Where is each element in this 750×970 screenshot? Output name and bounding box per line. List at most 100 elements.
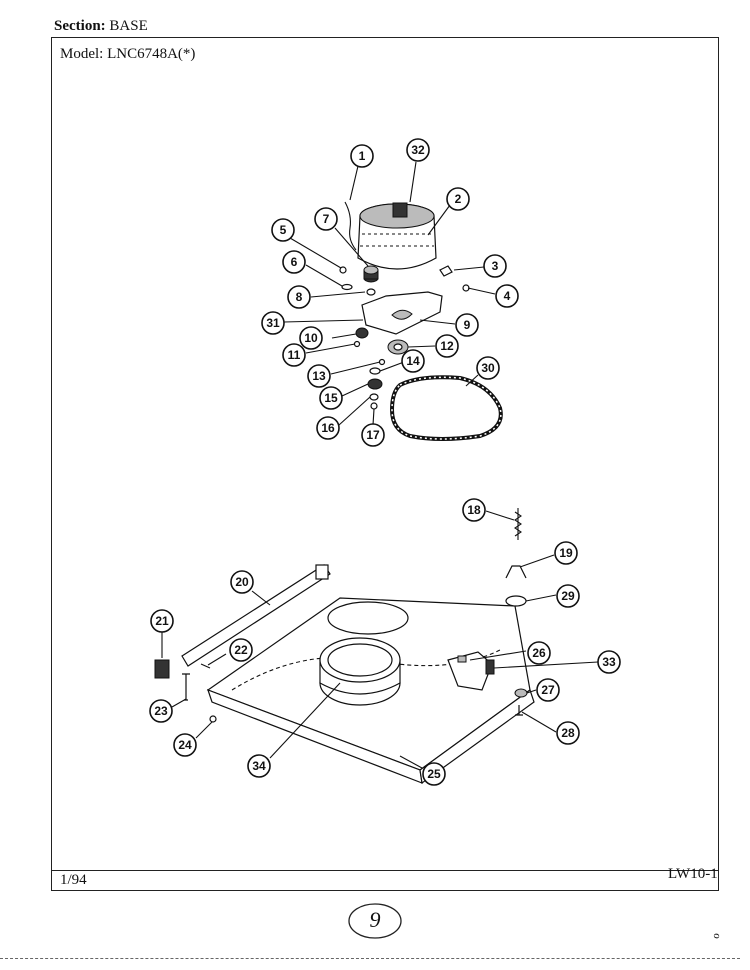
grommet — [514, 688, 528, 698]
svg-text:10: 10 — [304, 331, 318, 345]
callout-13: 13 — [307, 364, 331, 388]
footer-rule — [51, 870, 719, 871]
bearing — [355, 327, 369, 339]
spring-clip — [505, 565, 527, 579]
callout-31: 31 — [261, 311, 285, 335]
callout-19: 19 — [554, 541, 578, 565]
svg-text:3: 3 — [492, 259, 499, 273]
plate-cutout — [391, 309, 413, 320]
callout-2: 2 — [446, 187, 470, 211]
svg-text:22: 22 — [234, 643, 248, 657]
callout-32: 32 — [406, 138, 430, 162]
callout-7: 7 — [314, 207, 338, 231]
rear-foot — [515, 705, 523, 716]
section-label: Section: — [54, 18, 106, 34]
svg-text:29: 29 — [561, 589, 575, 603]
callout-23: 23 — [149, 699, 173, 723]
drive-pulley — [363, 265, 379, 283]
drive-belt — [389, 375, 503, 441]
clutch-gear — [367, 378, 383, 390]
bottom-rule — [0, 958, 740, 959]
svg-text:15: 15 — [324, 391, 338, 405]
callout-6: 6 — [282, 250, 306, 274]
svg-text:18: 18 — [467, 503, 481, 517]
model-line: Model: LNC6748A(*) — [60, 46, 195, 63]
leader-lines — [161, 161, 599, 769]
svg-text:8: 8 — [296, 290, 303, 304]
callout-4: 4 — [495, 284, 519, 308]
leg-block — [154, 659, 170, 679]
tub-ring — [319, 637, 401, 706]
callout-30: 30 — [476, 356, 500, 380]
callout-15: 15 — [319, 386, 343, 410]
svg-text:17: 17 — [366, 428, 380, 442]
pump-clamp — [485, 659, 495, 675]
model-label: Model: — [60, 46, 104, 62]
date-code: 1/94 — [60, 872, 87, 888]
callout-3: 3 — [483, 254, 507, 278]
callout-24: 24 — [173, 733, 197, 757]
belt-ribs — [391, 376, 502, 440]
callout-34: 34 — [247, 754, 271, 778]
svg-text:25: 25 — [427, 767, 441, 781]
callout-17: 17 — [361, 423, 385, 447]
callout-21: 21 — [150, 609, 174, 633]
svg-text:4: 4 — [504, 289, 511, 303]
svg-text:30: 30 — [481, 361, 495, 375]
washer-small — [341, 283, 353, 291]
callout-10: 10 — [299, 326, 323, 350]
callout-9: 9 — [455, 313, 479, 337]
callout-12: 12 — [435, 334, 459, 358]
svg-text:13: 13 — [312, 369, 326, 383]
callout-28: 28 — [556, 721, 580, 745]
washer-upper — [369, 367, 381, 375]
callout-25: 25 — [422, 762, 446, 786]
section-line: Section: BASE — [54, 18, 148, 35]
shaft-pin — [378, 358, 386, 366]
svg-text:31: 31 — [266, 316, 280, 330]
leg-screw — [200, 663, 211, 669]
callout-8: 8 — [287, 285, 311, 309]
svg-text:34: 34 — [252, 759, 266, 773]
svg-text:24: 24 — [178, 738, 192, 752]
svg-text:9: 9 — [464, 318, 471, 332]
callout-14: 14 — [401, 349, 425, 373]
page-code: LW10-1 — [668, 866, 718, 882]
callout-1: 1 — [350, 144, 374, 168]
motor-lead-wire — [344, 201, 357, 251]
handwritten-circle — [348, 903, 402, 939]
brace-end — [315, 564, 329, 580]
callout-20: 20 — [230, 570, 254, 594]
spacer — [366, 288, 376, 296]
brace — [181, 564, 331, 667]
corner-mark: ℴ — [707, 932, 723, 940]
svg-text:27: 27 — [541, 683, 555, 697]
callout-11: 11 — [282, 343, 306, 367]
bearing-pin — [353, 340, 361, 348]
set-screw — [339, 266, 347, 274]
callout-18: 18 — [462, 498, 486, 522]
retainer — [370, 402, 378, 410]
motor — [357, 202, 437, 270]
callout-33: 33 — [597, 650, 621, 674]
svg-text:11: 11 — [288, 348, 301, 362]
svg-text:5: 5 — [280, 223, 287, 237]
leveling-leg — [182, 673, 190, 701]
callout-5: 5 — [271, 218, 295, 242]
svg-text:12: 12 — [440, 339, 454, 353]
svg-text:28: 28 — [561, 726, 575, 740]
svg-text:21: 21 — [155, 614, 169, 628]
callout-22: 22 — [229, 638, 253, 662]
svg-text:26: 26 — [532, 646, 546, 660]
model-value: LNC6748A(*) — [107, 46, 196, 62]
svg-text:19: 19 — [559, 546, 573, 560]
svg-text:2: 2 — [455, 192, 462, 206]
svg-text:1: 1 — [359, 149, 366, 163]
mount-tab — [457, 655, 467, 663]
callout-16: 16 — [316, 416, 340, 440]
diagram-frame — [51, 37, 719, 891]
callout-26: 26 — [527, 641, 551, 665]
callout-27: 27 — [536, 678, 560, 702]
idler-pulley-hub — [393, 343, 403, 351]
